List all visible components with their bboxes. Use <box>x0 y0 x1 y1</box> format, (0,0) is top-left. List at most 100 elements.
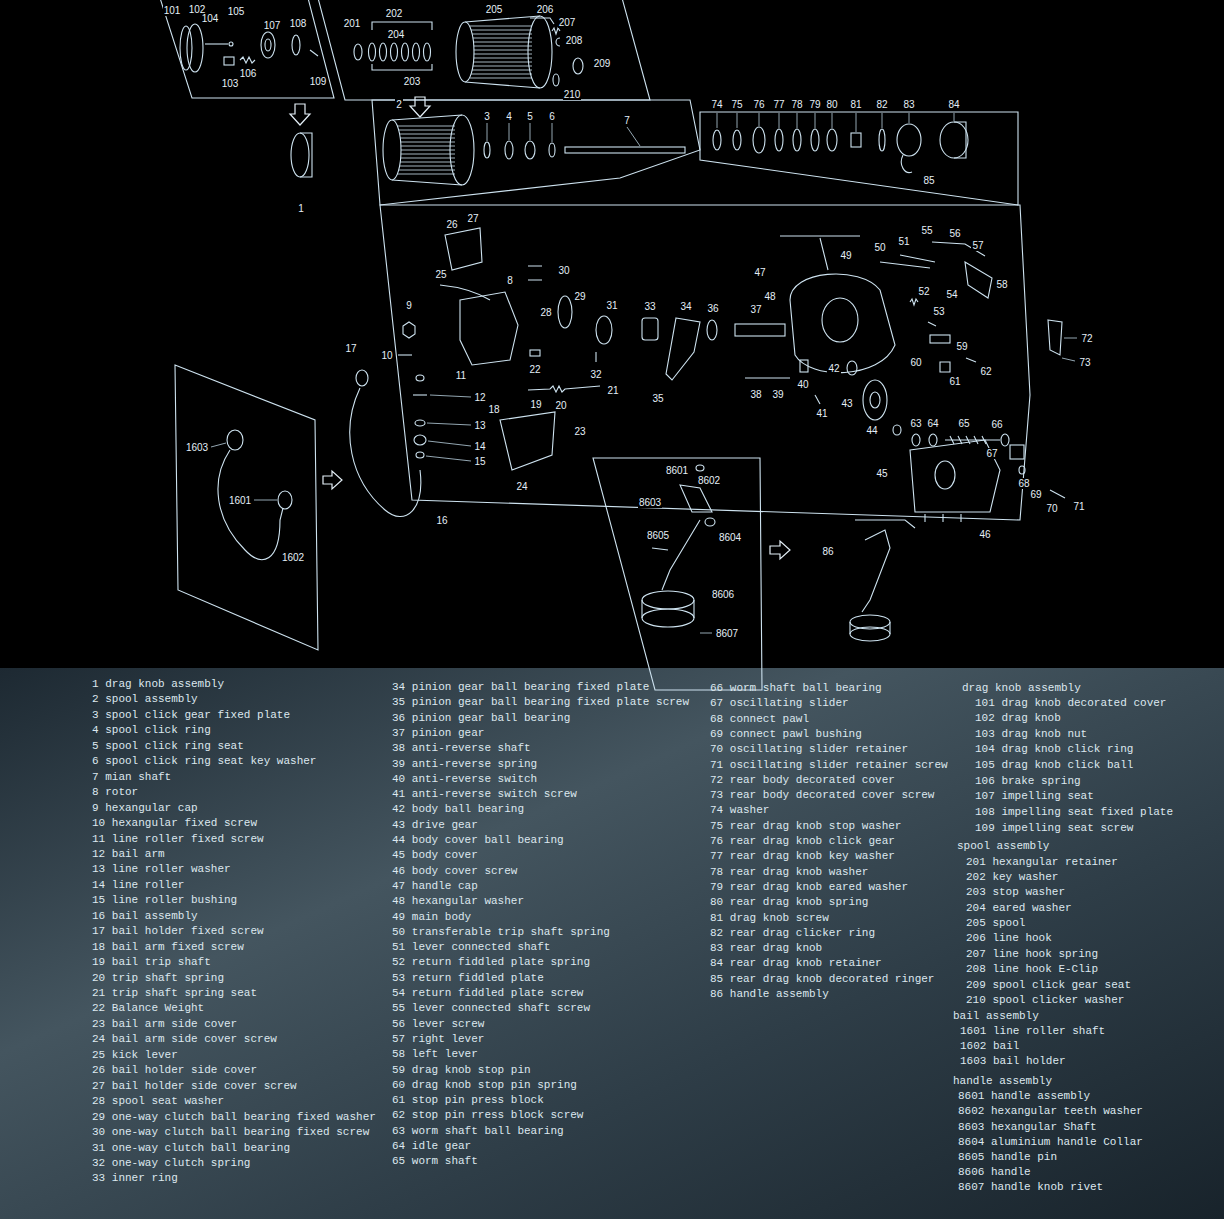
callout-number: 35 <box>651 393 664 404</box>
reel-part <box>354 44 362 60</box>
callout-number: 65 <box>957 418 970 429</box>
parts-list-item: 17 bail holder fixed screw <box>92 924 264 938</box>
parts-list-item: 69 connect pawl bushing <box>710 727 862 741</box>
parts-list-item: 71 oscillating slider retainer screw <box>710 758 948 772</box>
assembly-panel <box>175 365 318 650</box>
parts-list-item: 19 bail trip shaft <box>92 955 211 969</box>
callout-number: 55 <box>920 225 933 236</box>
callout-number: 101 <box>163 5 182 16</box>
callout-number: 63 <box>909 418 922 429</box>
parts-list-item: 29 one-way clutch ball bearing fixed was… <box>92 1110 376 1124</box>
callout-number: 2 <box>395 99 403 110</box>
parts-list-item: 44 body cover ball bearing <box>392 833 564 847</box>
reel-part <box>415 420 425 426</box>
callout-number: 103 <box>221 78 240 89</box>
reel-part <box>397 124 455 176</box>
parts-list-item: 202 key washer <box>966 870 1058 884</box>
parts-list-item: 8 rotor <box>92 785 138 799</box>
reel-part <box>965 262 992 298</box>
callout-number: 44 <box>865 425 878 436</box>
callout-number: 70 <box>1045 503 1058 514</box>
reel-part <box>402 43 409 61</box>
callout-number: 86 <box>821 546 834 557</box>
parts-list-item: 106 brake spring <box>975 774 1081 788</box>
reel-part <box>901 155 912 173</box>
reel-part <box>850 622 890 634</box>
callout-number: 208 <box>565 35 584 46</box>
reel-part <box>680 485 712 512</box>
parts-list-item: 30 one-way clutch ball bearing fixed scr… <box>92 1125 369 1139</box>
reel-part <box>815 395 820 404</box>
parts-list-item: 103 drag knob nut <box>975 727 1087 741</box>
callout-number: 29 <box>573 291 586 302</box>
reel-part <box>180 16 1065 641</box>
assembly-panel <box>855 520 915 528</box>
reel-part <box>565 147 685 153</box>
parts-list-item: 9 hexangular cap <box>92 801 198 815</box>
reel-part <box>642 318 658 340</box>
reel-part <box>383 120 401 180</box>
callout-number: 31 <box>605 300 618 311</box>
reel-part <box>528 386 600 392</box>
parts-list-item: 28 spool seat washer <box>92 1094 224 1108</box>
callout-number: 78 <box>790 99 803 110</box>
reel-part <box>500 412 555 470</box>
assembly-panel <box>318 0 650 100</box>
assembly-heading: spool assembly <box>957 839 1049 853</box>
reel-part <box>793 129 801 151</box>
callout-number: 24 <box>515 481 528 492</box>
callout-number: 12 <box>473 392 486 403</box>
callout-number: 64 <box>926 418 939 429</box>
parts-list-item: 74 washer <box>710 803 769 817</box>
reel-part <box>414 435 426 445</box>
parts-list-item: 50 transferable trip shaft spring <box>392 925 610 939</box>
callout-number: 207 <box>558 17 577 28</box>
callout-number: 42 <box>827 363 840 374</box>
reel-part <box>642 609 694 627</box>
parts-list-item: 31 one-way clutch ball bearing <box>92 1141 290 1155</box>
reel-part <box>470 24 532 80</box>
parts-list-item: 53 return fiddled plate <box>392 971 544 985</box>
reel-part <box>556 38 560 46</box>
parts-list-item: 21 trip shaft spring seat <box>92 986 257 1000</box>
callout-number: 60 <box>909 357 922 368</box>
reel-part <box>460 292 518 365</box>
reel-part <box>416 452 424 458</box>
reel-part <box>356 370 368 386</box>
callout-number: 10 <box>380 350 393 361</box>
parts-list-item: 5 spool click ring seat <box>92 739 244 753</box>
parts-list-item: 209 spool click gear seat <box>966 978 1131 992</box>
reel-part <box>392 115 462 120</box>
parts-list-item: 108 impelling seat fixed plate <box>975 805 1173 819</box>
assembly-heading: bail assembly <box>953 1009 1039 1023</box>
reel-part <box>413 394 427 395</box>
assembly-panel <box>380 205 1030 520</box>
callout-number: 79 <box>808 99 821 110</box>
reel-part <box>745 377 790 378</box>
callout-number: 41 <box>815 408 828 419</box>
parts-list-item: 23 bail arm side cover <box>92 1017 237 1031</box>
parts-list-item: 76 rear drag knob click gear <box>710 834 895 848</box>
callout-number: 43 <box>840 398 853 409</box>
reel-part <box>372 64 432 70</box>
callout-number: 203 <box>403 76 422 87</box>
callout-number: 107 <box>263 20 282 31</box>
parts-list-item: 77 rear drag knob key washer <box>710 849 895 863</box>
parts-list-item: 26 bail holder side cover <box>92 1063 257 1077</box>
callout-number: 71 <box>1072 501 1085 512</box>
callout-number: 17 <box>344 343 357 354</box>
parts-list-item: 49 main body <box>392 910 471 924</box>
parts-list-item: 27 bail holder side cover screw <box>92 1079 297 1093</box>
parts-list-item: 8606 handle <box>958 1165 1031 1179</box>
callout-number: 32 <box>589 369 602 380</box>
callout-number: 104 <box>201 13 220 24</box>
callout-number: 81 <box>849 99 862 110</box>
callout-number: 11 <box>455 370 467 381</box>
parts-list-item: 207 line hook spring <box>966 947 1098 961</box>
parts-list-item: 56 lever screw <box>392 1017 484 1031</box>
reel-part <box>180 26 192 70</box>
callout-number: 7 <box>623 115 631 126</box>
callout-number: 8604 <box>718 532 742 543</box>
reel-part <box>935 461 955 489</box>
